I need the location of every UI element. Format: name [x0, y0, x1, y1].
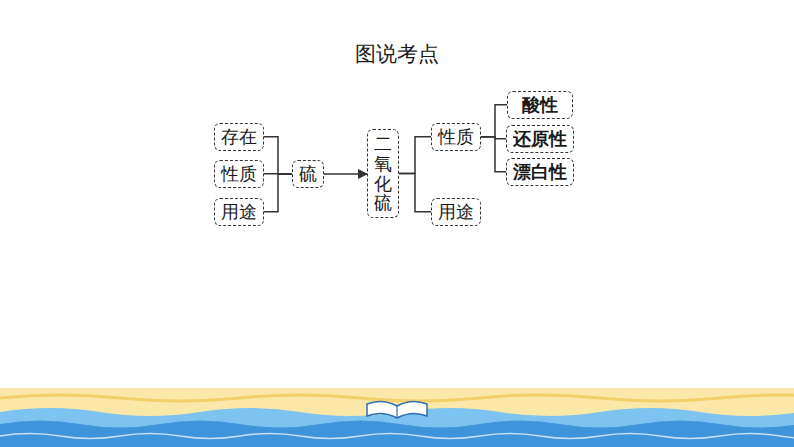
dashed-box: 用途 — [431, 198, 481, 226]
book-icon — [367, 401, 427, 418]
dashed-box: 存在 — [214, 123, 264, 151]
dashed-box: 还原性 — [506, 125, 574, 153]
node-label: 存在 — [221, 126, 257, 148]
node-label: 漂白性 — [513, 161, 567, 183]
bracket-line — [481, 137, 506, 172]
bracket-line — [264, 137, 292, 174]
arrow-connector — [324, 173, 367, 175]
wave-foam — [0, 434, 794, 439]
dashed-box: 漂白性 — [506, 158, 574, 186]
page-title: 图说考点 — [0, 40, 794, 68]
node-label: 硫 — [299, 163, 317, 185]
node-label: 还原性 — [513, 128, 567, 150]
node-label: 性质 — [221, 163, 257, 185]
dashed-box: 二氧化硫 — [367, 129, 399, 218]
node-label: 酸性 — [522, 94, 558, 116]
node-label: 性质 — [438, 126, 474, 148]
node-label: 用途 — [438, 201, 474, 223]
node-label: 二氧化硫 — [374, 134, 392, 213]
sand-line — [0, 395, 794, 401]
dashed-box: 硫 — [292, 160, 324, 188]
bracket-line — [264, 174, 292, 212]
dashed-box: 酸性 — [507, 91, 573, 119]
bracket-line — [481, 105, 507, 137]
bracket-line — [399, 137, 431, 174]
dashed-box: 用途 — [214, 198, 264, 226]
dashed-box: 性质 — [431, 123, 481, 151]
bracket-line — [399, 174, 431, 212]
node-label: 用途 — [221, 201, 257, 223]
dashed-box: 性质 — [214, 160, 264, 188]
